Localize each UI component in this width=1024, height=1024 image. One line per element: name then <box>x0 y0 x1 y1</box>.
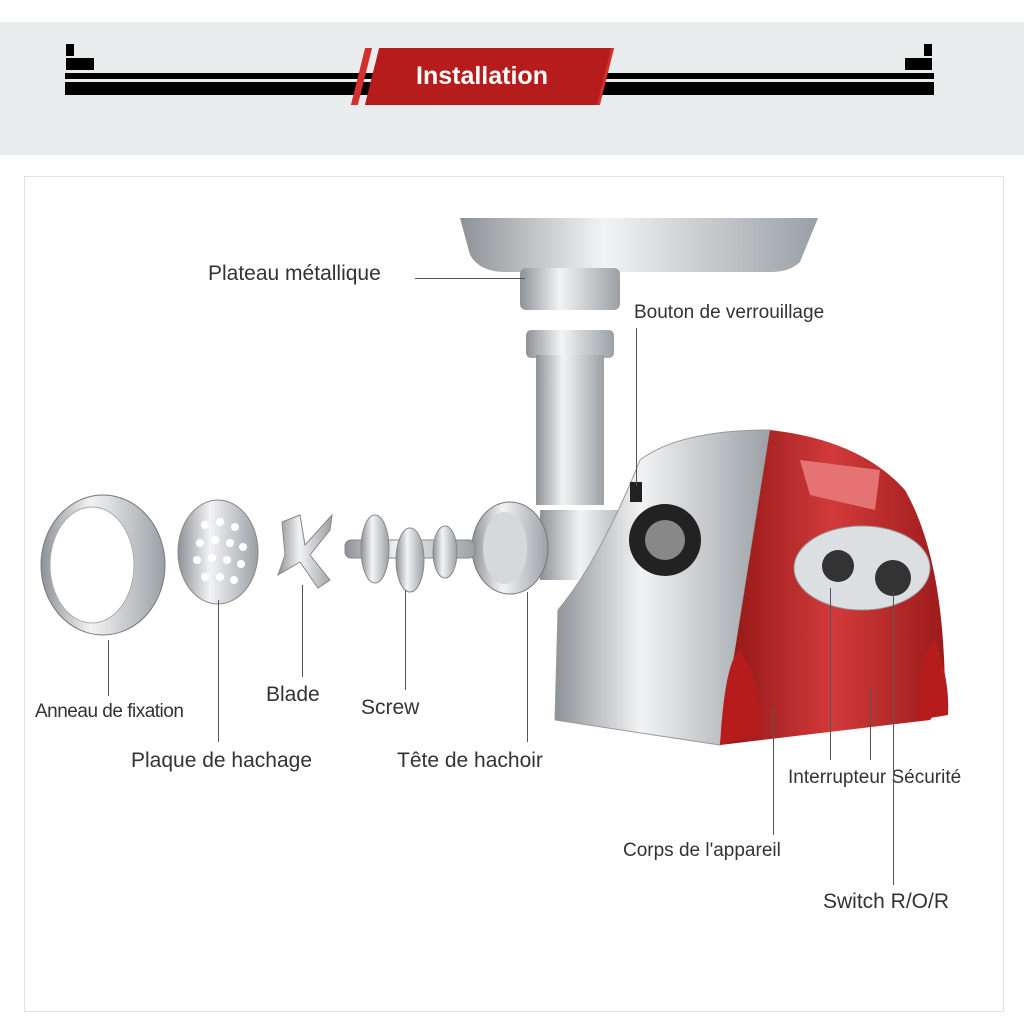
leader-line <box>870 688 871 760</box>
label-plateau-metallique: Plateau métallique <box>208 262 381 285</box>
fixing-ring <box>40 494 166 636</box>
leader-line <box>108 640 109 696</box>
leader-line <box>405 590 406 690</box>
tray <box>460 218 818 310</box>
motor-body <box>554 429 949 746</box>
label-screw: Screw <box>361 696 420 719</box>
label-interrupteur-securite: Interrupteur Sécurité <box>788 767 962 788</box>
blade <box>277 513 333 589</box>
label-blade: Blade <box>266 683 320 706</box>
banner-deco-right <box>924 44 932 56</box>
banner-deco-left <box>66 58 94 70</box>
label-bouton-verrouillage: Bouton de verrouillage <box>634 302 825 323</box>
label-switch-ror: Switch R/O/R <box>823 890 950 913</box>
banner-deco-right <box>905 58 932 70</box>
leader-line <box>415 278 525 279</box>
label-corps-appareil: Corps de l'appareil <box>623 840 781 861</box>
screw <box>344 514 476 593</box>
leader-line <box>302 585 303 677</box>
leader-line <box>636 328 637 486</box>
label-plaque-hachage: Plaque de hachage <box>131 749 312 772</box>
label-anneau-fixation: Anneau de fixation <box>35 701 184 722</box>
leader-line <box>830 588 831 760</box>
cutting-plate <box>177 499 259 605</box>
label-tete-hachoir: Tête de hachoir <box>397 749 543 772</box>
leader-line <box>527 592 528 742</box>
leader-line <box>893 592 894 885</box>
page-title: Installation <box>416 62 548 90</box>
leader-line <box>218 600 219 742</box>
banner-deco-left <box>66 44 74 56</box>
leader-line <box>773 708 774 835</box>
